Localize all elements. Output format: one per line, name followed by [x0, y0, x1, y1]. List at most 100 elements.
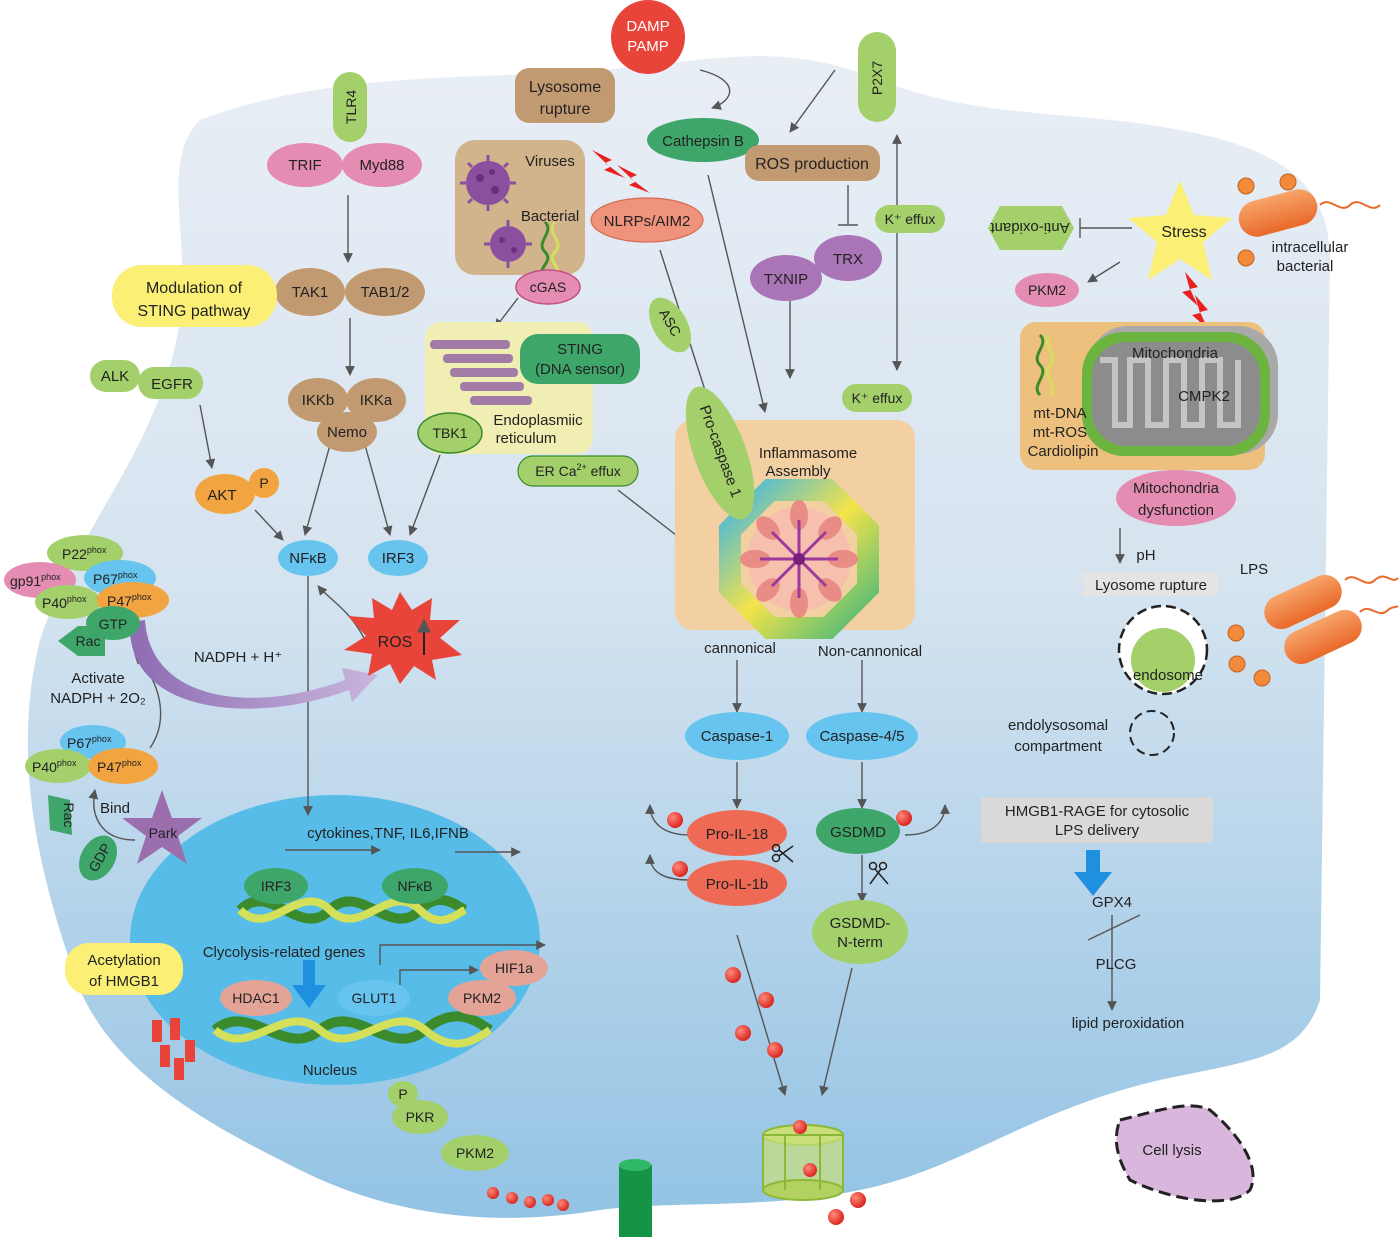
akt-p-label: P	[259, 475, 268, 491]
cmpk2-label: CMPK2	[1178, 388, 1230, 405]
dna-helix-bottom	[211, 1011, 493, 1048]
park-star	[122, 790, 202, 864]
activate-label: Activate	[71, 670, 124, 687]
hmgb1-line1: HMGB1-RAGE for cytosolic	[1005, 803, 1190, 820]
inflammasome-line1: Inflammasome	[759, 445, 857, 462]
nucleus-pkm2-oval	[448, 980, 516, 1016]
scissors-icon	[771, 843, 794, 863]
alk-pill	[90, 360, 140, 392]
ros-production-label: ROS production	[755, 156, 869, 173]
pkm2-bottom-oval	[441, 1135, 509, 1171]
gtp-label: GTP	[99, 616, 128, 632]
virus-icon-2	[484, 220, 532, 268]
pro-il1b-oval	[687, 860, 787, 906]
pkm2-bottom-label: PKM2	[456, 1145, 494, 1161]
sting-mod-line1: Modulation of	[146, 280, 243, 297]
er-line2: reticulum	[496, 430, 557, 447]
akt-p-oval	[249, 468, 279, 498]
irf3-oval	[368, 540, 428, 576]
p67-label-bottom: P67phox	[67, 734, 112, 751]
damp-pamp-circle	[611, 0, 685, 74]
mtdna-label: mt-DNA	[1033, 405, 1086, 422]
trif-label: TRIF	[288, 157, 321, 174]
caspase45-label: Caspase-4/5	[819, 728, 904, 745]
ros-starburst	[344, 592, 462, 684]
blue-arrow-gpx4	[1074, 850, 1112, 896]
er-icon	[430, 340, 532, 405]
acetylation-line2: of HMGB1	[89, 973, 159, 990]
tab12-label: TAB1/2	[361, 284, 410, 301]
mito-dys-line2: dysfunction	[1138, 502, 1214, 519]
lysosome-rupture-box	[515, 68, 615, 123]
cytokine-particles	[667, 810, 912, 1225]
p40-label-bottom: P40phox	[32, 758, 77, 775]
nlrp-label: NLRPs/AIM2	[604, 213, 691, 230]
cell-lysis-region	[1114, 1104, 1255, 1203]
p67-label-top: P67phox	[93, 570, 138, 587]
pkr-p-label: P	[398, 1086, 407, 1102]
mitochondria-icon	[1082, 326, 1278, 456]
trx-oval	[814, 235, 882, 281]
mito-dysfunction-oval	[1116, 470, 1236, 526]
gsdmd-label: GSDMD	[830, 824, 886, 841]
txnip-label: TXNIP	[764, 271, 808, 288]
plcg-label: PLCG	[1096, 956, 1137, 973]
intracellular-line1: intracellular	[1272, 239, 1349, 256]
ros-production-box	[745, 145, 880, 181]
trx-label: TRX	[833, 251, 863, 268]
gp91-label: gp91phox	[10, 572, 61, 589]
dna-icon	[540, 220, 560, 278]
mtros-label: mt-ROS	[1033, 424, 1087, 441]
ikka-label: IKKa	[360, 392, 393, 409]
lightning-icon	[592, 150, 650, 193]
acetylation-line1: Acetylation	[87, 952, 160, 969]
caspase1-oval	[685, 712, 789, 760]
noncanonical-label: Non-cannonical	[818, 643, 922, 660]
hmgb1-rage-box	[981, 797, 1213, 843]
nadph-h-label: NADPH + H⁺	[194, 649, 282, 666]
bacterium-icon	[1237, 173, 1381, 267]
pkr-oval	[392, 1100, 448, 1134]
gdp-oval	[79, 835, 117, 881]
gsdmd-oval	[816, 808, 900, 854]
gpx4-label: GPX4	[1092, 894, 1132, 911]
hif1a-oval	[480, 950, 548, 986]
cathepsin-label: Cathepsin B	[662, 133, 744, 150]
myd88-oval	[342, 143, 422, 187]
procaspase-oval	[685, 386, 755, 520]
ph-label: pH	[1136, 547, 1155, 564]
pkm2-right-oval	[1015, 273, 1079, 307]
tak1-oval	[275, 268, 345, 316]
inhibition-group	[838, 185, 1141, 941]
park-label: Park	[149, 825, 179, 841]
nucleus	[130, 795, 540, 1085]
nucleus-irf3-label: IRF3	[261, 878, 292, 894]
endosome-label: endosome	[1133, 667, 1203, 684]
txnip-oval	[750, 255, 822, 301]
hdac1-label: HDAC1	[232, 990, 280, 1006]
bind-label: Bind	[100, 800, 130, 817]
nadph-2o2-label: NADPH + 2O₂	[50, 690, 146, 707]
caspase45-oval	[806, 712, 918, 760]
hif1a-label: HIF1a	[495, 960, 533, 976]
cardiolipin-label: Cardiolipin	[1028, 443, 1099, 460]
cgas-label: cGAS	[530, 279, 567, 295]
ikkb-label: IKKb	[302, 392, 335, 409]
tab12-oval	[345, 268, 425, 316]
lps-label: LPS	[1240, 561, 1268, 578]
caspase1-label: Caspase-1	[701, 728, 774, 745]
blue-arrow-nucleus	[292, 960, 326, 1008]
tbk1-oval	[417, 412, 483, 454]
sting-mod-line2: STING pathway	[138, 303, 251, 320]
cgas-oval	[515, 269, 581, 305]
nucleus-pkm2-label: PKM2	[463, 990, 501, 1006]
scissors-icon-2	[868, 861, 889, 885]
egfr-pill	[138, 367, 203, 399]
pkr-p-oval	[388, 1081, 418, 1107]
endosome-icon	[1117, 604, 1209, 696]
glut1-label: GLUT1	[351, 990, 396, 1006]
asc-oval	[648, 297, 692, 353]
hdac1-oval	[220, 980, 292, 1016]
